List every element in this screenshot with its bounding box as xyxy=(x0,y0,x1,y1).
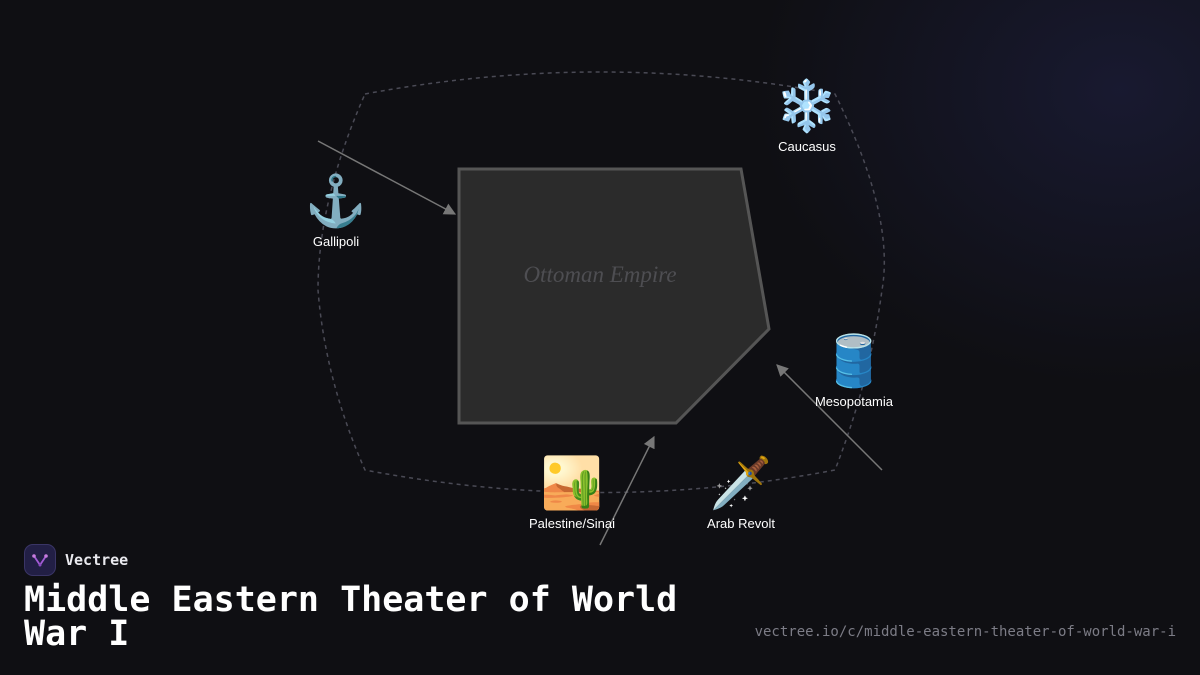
dagger-icon: 🗡️ xyxy=(709,455,773,511)
page-url[interactable]: vectree.io/c/middle-eastern-theater-of-w… xyxy=(754,624,1176,640)
snowflake-icon: ❄️ xyxy=(775,78,839,134)
front-gallipoli: ⚓ Gallipoli xyxy=(266,172,406,249)
front-gallipoli-label: Gallipoli xyxy=(312,234,360,249)
arrow-gallipoli xyxy=(317,140,457,215)
page-title: Middle Eastern Theater of World War I xyxy=(24,580,678,654)
oil-barrel-icon: 🛢️ xyxy=(822,333,886,389)
front-mesopotamia: 🛢️ Mesopotamia xyxy=(784,332,924,409)
front-palestine-sinai: 🏜️ Palestine/Sinai xyxy=(502,454,642,531)
vectree-logo-icon xyxy=(24,544,56,576)
theater-boundary xyxy=(317,71,886,494)
anchor-icon: ⚓ xyxy=(304,173,368,229)
front-mesopotamia-label: Mesopotamia xyxy=(814,394,894,409)
brand-name: Vectree xyxy=(65,551,129,569)
front-arab-revolt-label: Arab Revolt xyxy=(707,516,775,531)
arrow-palestine xyxy=(599,435,655,546)
front-arab-revolt: 🗡️ Arab Revolt xyxy=(671,454,811,531)
front-caucasus: ❄️ Caucasus xyxy=(737,77,877,154)
front-caucasus-label: Caucasus xyxy=(778,139,836,154)
brand: Vectree xyxy=(24,544,128,576)
arrow-mesopotamia xyxy=(776,364,883,471)
ottoman-empire-region xyxy=(457,167,771,425)
ottoman-empire-label: Ottoman Empire xyxy=(523,262,676,287)
front-palestine-sinai-label: Palestine/Sinai xyxy=(529,516,615,531)
desert-icon: 🏜️ xyxy=(540,455,604,511)
